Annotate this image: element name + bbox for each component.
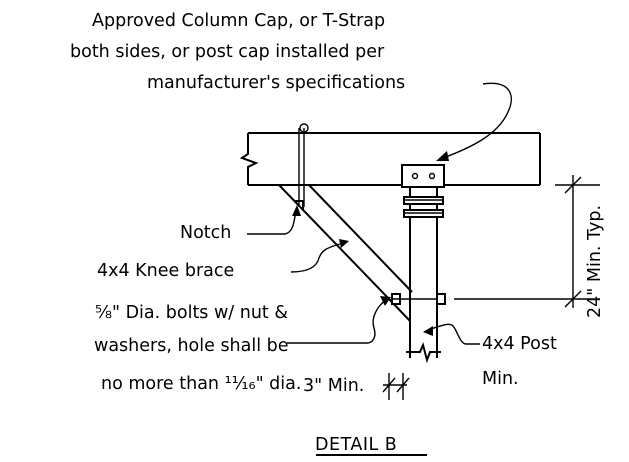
bolts-label-line1: ⅝" Dia. bolts w/ nut & bbox=[95, 303, 288, 323]
cap-note-line1: Approved Column Cap, or T-Strap bbox=[92, 11, 385, 31]
notch-label: Notch bbox=[180, 223, 231, 243]
beam-hanger-bolt bbox=[298, 123, 309, 207]
dimension-3in bbox=[382, 373, 410, 400]
post-label-line2: Min. bbox=[482, 369, 519, 389]
min-24-label: 24" Min. Typ. bbox=[585, 205, 605, 318]
cap-leader-arrow bbox=[436, 151, 449, 161]
cap-leader bbox=[442, 82, 512, 159]
post bbox=[391, 187, 446, 364]
beam bbox=[239, 132, 541, 186]
min-3-label: 3" Min. bbox=[303, 376, 364, 396]
notch-arrow bbox=[292, 205, 301, 216]
cap-note-line2: both sides, or post cap installed per bbox=[70, 42, 385, 62]
post-label-line1: 4x4 Post bbox=[482, 334, 557, 354]
bolts-arrow bbox=[380, 296, 391, 306]
knee-brace-arrow bbox=[339, 239, 349, 248]
cap-note-line3: manufacturer's specifications bbox=[147, 73, 405, 93]
detail-title: DETAIL B bbox=[315, 435, 397, 455]
post-arrow bbox=[423, 326, 433, 336]
post-leader bbox=[427, 323, 480, 345]
knee-brace-leader bbox=[290, 242, 344, 273]
bolts-label-line2: washers, hole shall be bbox=[94, 336, 289, 356]
bolts-label-line3: no more than ¹¹⁄₁₆" dia. bbox=[101, 374, 301, 394]
column-cap bbox=[401, 164, 445, 188]
knee-brace-label: 4x4 Knee brace bbox=[97, 261, 234, 281]
notch-leader bbox=[247, 210, 297, 235]
bolts-leader bbox=[287, 299, 387, 344]
dimension-24in bbox=[454, 175, 600, 308]
